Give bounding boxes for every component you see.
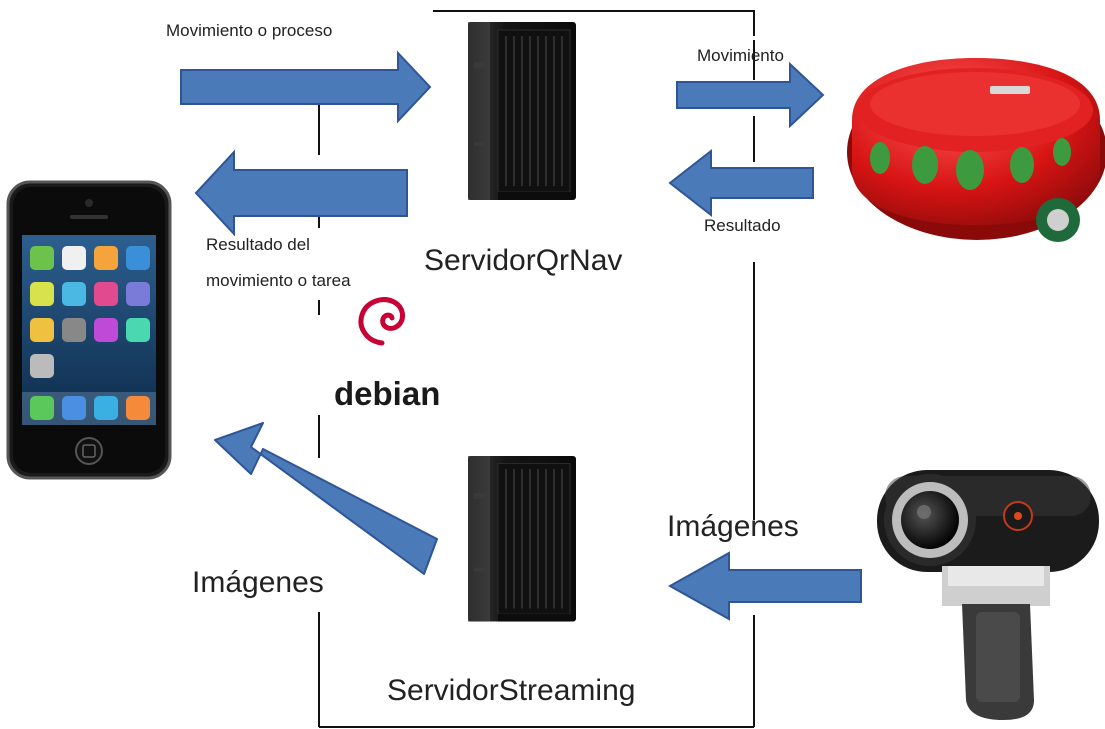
label-imagenes-left: Imágenes — [192, 566, 324, 599]
server-zone-frame — [318, 10, 755, 728]
label-resultado-line2: movimiento o tarea — [206, 271, 351, 290]
arrow-phone-to-qrnav — [180, 50, 432, 124]
mobile-robot-icon — [847, 58, 1105, 242]
arrow-streaming-to-phone — [214, 422, 438, 575]
label-servidor-streaming: ServidorStreaming — [387, 674, 635, 707]
arrow-qrnav-to-robot — [676, 61, 825, 129]
webcam-icon — [877, 470, 1099, 720]
arrow-robot-to-qrnav — [668, 148, 814, 218]
debian-logo-icon: debian — [334, 297, 440, 412]
arrow-qrnav-to-phone — [194, 149, 408, 237]
label-servidor-qrnav: ServidorQrNav — [424, 244, 622, 277]
label-movimiento-o-proceso: Movimiento o proceso — [166, 21, 332, 40]
server-streaming-icon — [467, 455, 577, 623]
label-resultado: Resultado — [704, 216, 781, 235]
server-qrnav-icon — [467, 21, 577, 201]
label-resultado-line1: Resultado del — [206, 235, 310, 254]
debian-wordmark: debian — [334, 375, 440, 412]
label-imagenes-right: Imágenes — [667, 510, 799, 543]
smartphone-icon — [6, 180, 172, 480]
label-movimiento: Movimiento — [697, 46, 784, 65]
arrow-camera-to-streaming — [667, 551, 862, 621]
